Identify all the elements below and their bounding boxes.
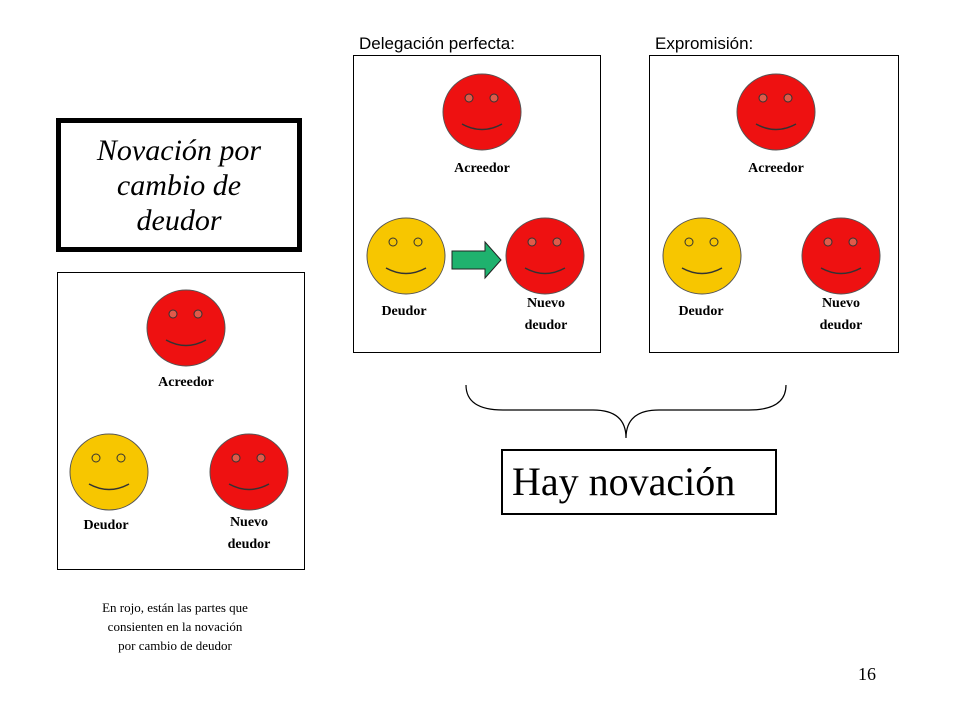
- deudor-face-icon: [366, 217, 446, 295]
- label-deudor: Deudor: [678, 304, 724, 319]
- deudor-face-icon: [69, 433, 149, 511]
- curly-brace-icon: [463, 382, 793, 447]
- right-arrow-icon: [451, 240, 503, 280]
- page-number: 16: [858, 664, 876, 684]
- nuevo-deudor-face-icon: [505, 217, 585, 295]
- label-deudor: Deudor: [83, 518, 129, 533]
- acreedor-face-icon: [442, 73, 522, 151]
- nuevo-deudor-face-icon: [801, 217, 881, 295]
- label-deudor: Deudor: [381, 304, 427, 319]
- heading-delegacion-perfecta: Delegación perfecta:: [359, 34, 515, 53]
- caption-note: En rojo, están las partes que consienten…: [102, 600, 248, 653]
- panel-delegacion-perfecta: Acreedor Deudor Nuevo deudor: [353, 55, 601, 353]
- slide-title: Novación por cambio de deudor: [56, 118, 302, 252]
- panel-expromision: Acreedor Deudor Nuevo deudor: [649, 55, 899, 353]
- label-nuevo-deudor: Nuevo deudor: [819, 296, 863, 333]
- heading-expromision: Expromisión:: [655, 34, 754, 53]
- label-nuevo-deudor: Nuevo deudor: [227, 515, 271, 552]
- label-acreedor: Acreedor: [454, 161, 510, 176]
- label-nuevo-deudor: Nuevo deudor: [524, 296, 568, 333]
- deudor-face-icon: [662, 217, 742, 295]
- result-box: Hay novación: [501, 449, 777, 515]
- acreedor-face-icon: [146, 289, 226, 367]
- label-acreedor: Acreedor: [158, 375, 214, 390]
- label-acreedor: Acreedor: [748, 161, 804, 176]
- nuevo-deudor-face-icon: [209, 433, 289, 511]
- panel-general: Acreedor Deudor Nuevo deudor: [57, 272, 305, 570]
- acreedor-face-icon: [736, 73, 816, 151]
